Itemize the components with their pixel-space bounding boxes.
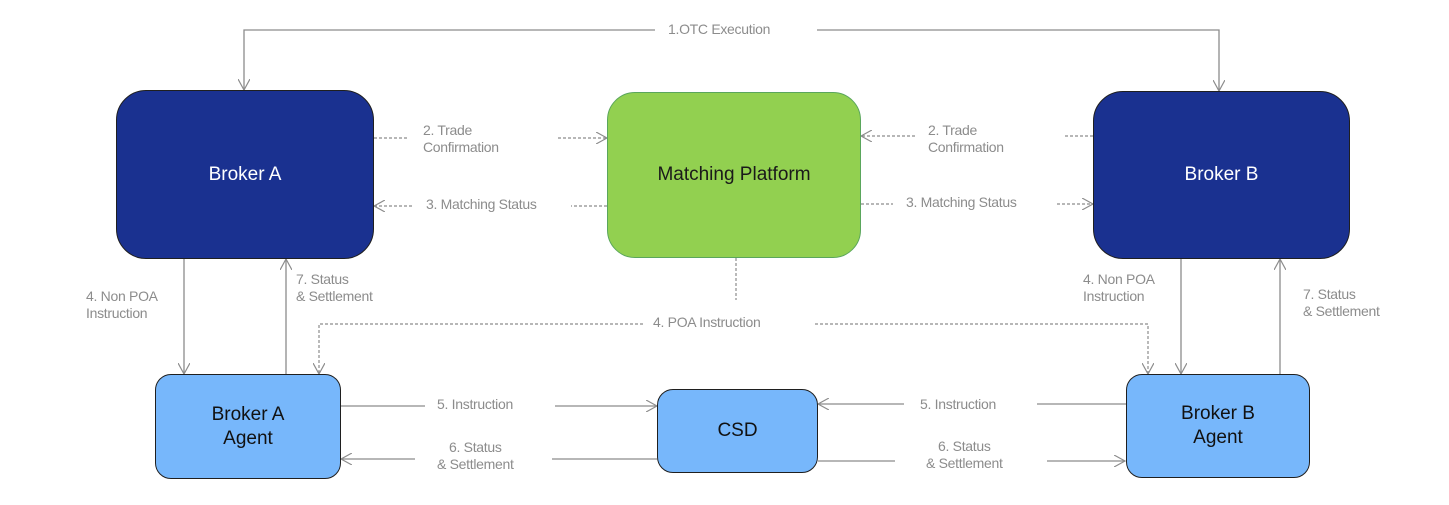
broker-a-node: Broker A bbox=[116, 90, 374, 259]
poa-instruction-connector-left bbox=[319, 323, 643, 374]
status-settlement-a-label: 7. Status & Settlement bbox=[296, 271, 373, 304]
otc-execution-connector-left bbox=[244, 29, 655, 90]
broker-b-label: Broker B bbox=[1184, 164, 1259, 185]
matching-platform-node: Matching Platform bbox=[607, 92, 861, 258]
status-settlement-b-csd-label: 6. Status & Settlement bbox=[926, 438, 1003, 471]
trade-confirmation-b-label: 2. Trade Confirmation bbox=[928, 122, 1004, 155]
instruction-b-label: 5. Instruction bbox=[920, 396, 996, 412]
poa-instruction-label: 4. POA Instruction bbox=[653, 314, 761, 330]
poa-instruction-connector-right bbox=[815, 323, 1148, 374]
otc-execution-label: 1.OTC Execution bbox=[668, 21, 771, 37]
broker-a-label: Broker A bbox=[208, 163, 282, 185]
broker-a-agent-label: Broker A Agent bbox=[211, 403, 285, 449]
otc-execution-connector-right bbox=[817, 29, 1219, 91]
matching-status-a-label: 3. Matching Status bbox=[426, 196, 537, 212]
broker-b-agent-node: Broker B Agent bbox=[1126, 374, 1310, 478]
broker-b-agent-label: Broker B Agent bbox=[1181, 403, 1255, 448]
status-settlement-b-label: 7. Status & Settlement bbox=[1303, 286, 1380, 319]
non-poa-instruction-a-label: 4. Non POA Instruction bbox=[86, 288, 158, 321]
broker-a-agent-node: Broker A Agent bbox=[155, 374, 341, 479]
matching-status-b-label: 3. Matching Status bbox=[906, 194, 1017, 210]
status-settlement-a-csd-label: 6. Status & Settlement bbox=[437, 439, 514, 472]
matching-platform-label: Matching Platform bbox=[657, 164, 811, 185]
non-poa-instruction-b-label: 4. Non POA Instruction bbox=[1083, 271, 1155, 304]
csd-node: CSD bbox=[657, 389, 818, 473]
broker-b-node: Broker B bbox=[1093, 91, 1350, 259]
instruction-a-label: 5. Instruction bbox=[437, 396, 513, 412]
trade-confirmation-a-label: 2. Trade Confirmation bbox=[423, 122, 499, 155]
csd-label: CSD bbox=[717, 420, 758, 441]
